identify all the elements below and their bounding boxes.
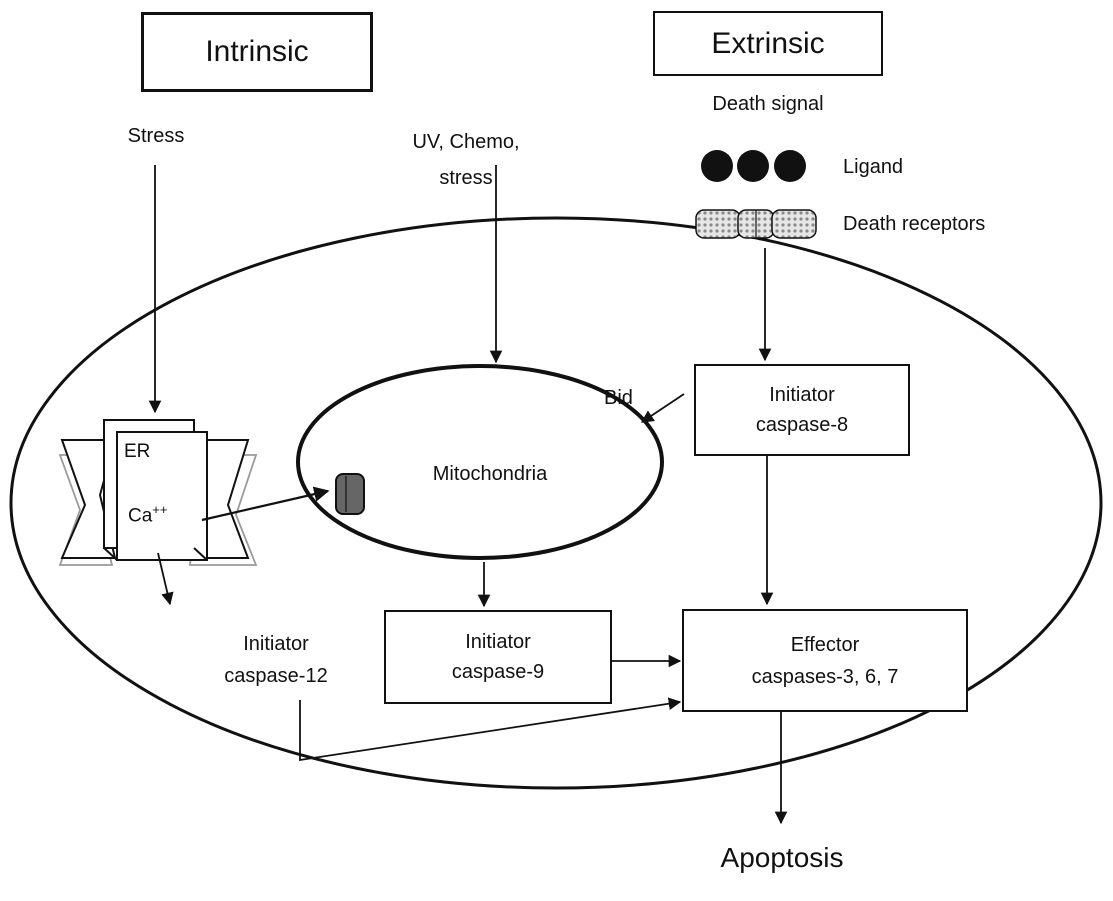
stress-label: Stress xyxy=(127,125,185,147)
initiator-caspase-9-box: Initiator caspase-9 xyxy=(384,610,612,704)
er-label: ER xyxy=(124,441,151,462)
endoplasmic-reticulum xyxy=(58,419,258,566)
intrinsic-title-box: Intrinsic xyxy=(141,12,373,92)
ligand-label: Ligand xyxy=(843,156,904,178)
effector-caspases-box: Effector caspases-3, 6, 7 xyxy=(682,609,968,712)
death-receptors-label: Death receptors xyxy=(843,213,986,235)
arrow-bid-to-mitochondria xyxy=(640,393,685,423)
mitochondria-label: Mitochondria xyxy=(432,463,548,485)
apoptosis-label: Apoptosis xyxy=(720,842,844,873)
initiator-caspase-9-label: Initiator caspase-9 xyxy=(451,631,545,683)
death-signal-label: Death signal xyxy=(712,93,824,115)
initiator-caspase-12-label: Initiator caspase-12 xyxy=(224,633,328,687)
calcium-symbol: Ca xyxy=(128,505,153,527)
uv-chemo-stress-label: UV, Chemo, stress xyxy=(412,131,520,189)
calcium-label: Ca++ xyxy=(128,502,167,528)
effector-caspases-label: Effector caspases-3, 6, 7 xyxy=(751,633,899,688)
mitochondrial-channel xyxy=(335,473,365,515)
extrinsic-title: Extrinsic xyxy=(711,26,825,60)
intrinsic-title: Intrinsic xyxy=(205,35,309,68)
initiator-caspase-8-label: Initiator caspase-8 xyxy=(755,384,849,436)
mitochondrion-outline xyxy=(296,364,664,560)
extrinsic-title-box: Extrinsic xyxy=(653,11,883,76)
death-receptor-shapes xyxy=(695,209,817,239)
arrow-caspase-12-to-effector xyxy=(299,697,682,762)
bid-label: Bid xyxy=(604,387,633,409)
cell-membrane xyxy=(9,216,1103,790)
ligand-circles xyxy=(701,150,806,182)
calcium-charge: ++ xyxy=(152,502,168,517)
arrow-calcium-to-mitochondria xyxy=(201,486,330,522)
arrow-er-to-caspase-12 xyxy=(157,552,174,606)
initiator-caspase-8-box: Initiator caspase-8 xyxy=(694,364,910,456)
